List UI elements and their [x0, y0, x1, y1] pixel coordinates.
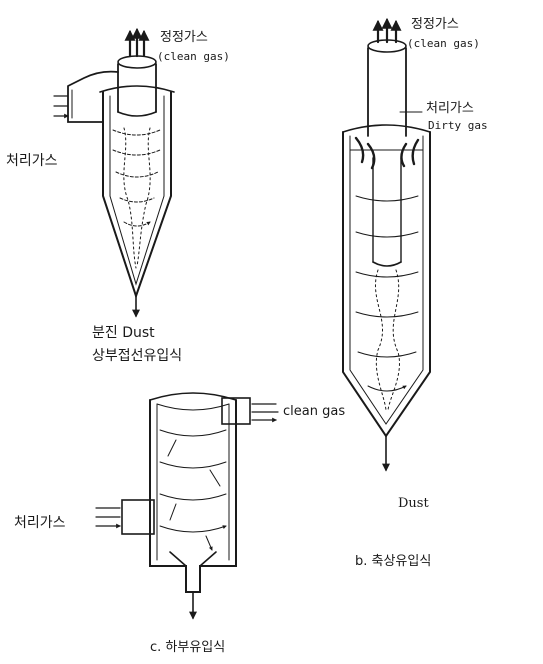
a-dirty-gas-label: 처리가스: [6, 153, 58, 169]
b-dust-label: Dust: [398, 496, 429, 511]
a-caption: 상부접선유입식: [92, 348, 183, 364]
c-dirty-gas-label: 처리가스: [14, 515, 66, 531]
a-dust-label: 분진 Dust: [92, 325, 155, 341]
b-clean-gas-en-label: (clean gas): [407, 37, 480, 50]
cyclone-c-bottom-inlet: [95, 392, 278, 620]
b-dirty-gas-en-label: Dirty gas: [428, 119, 488, 132]
b-clean-gas-ko-label: 정정가스: [411, 17, 459, 32]
cyclone-a-top-tangential: [53, 27, 175, 318]
b-caption: b. 축상유입식: [355, 554, 432, 569]
c-clean-gas-label: clean gas: [283, 404, 346, 419]
a-clean-gas-ko-label: 정정가스: [160, 30, 208, 45]
b-dirty-gas-ko-label: 처리가스: [426, 101, 474, 116]
a-clean-gas-en-label: (clean gas): [157, 50, 230, 63]
c-caption: c. 하부유입식: [150, 640, 226, 655]
cyclone-b-axial-inlet: [342, 17, 431, 472]
